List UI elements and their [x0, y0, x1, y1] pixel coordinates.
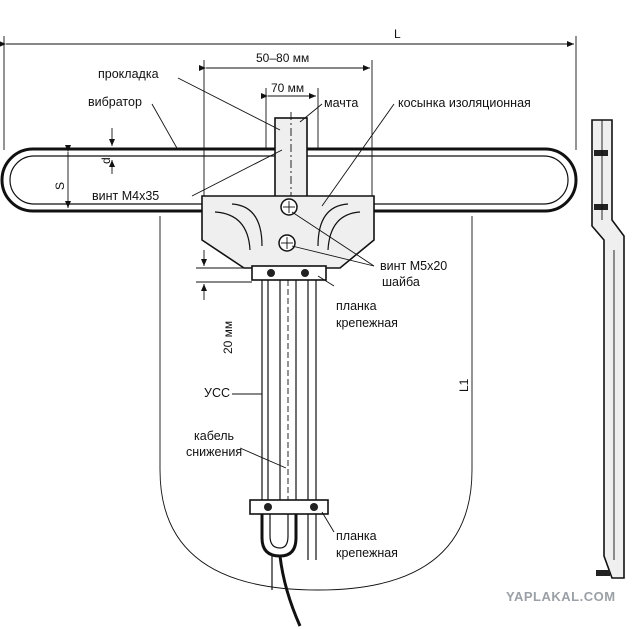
cable-bundle	[261, 280, 317, 500]
dim-overall-length: L	[0, 27, 577, 150]
label-bracket-bottom-1: планка	[336, 529, 377, 543]
label-cable-2: снижения	[186, 445, 242, 459]
label-matching-device: УСС	[204, 386, 230, 400]
dim-S-text: S	[53, 182, 67, 190]
label-bracket-bottom-2: крепежная	[336, 546, 398, 560]
label-vibrator: вибратор	[88, 95, 142, 109]
dim-70-text: 70 мм	[271, 81, 304, 95]
vibrator-loop	[0, 147, 578, 213]
label-bracket-top-1: планка	[336, 299, 377, 313]
dim-20-text: 20 мм	[221, 321, 235, 354]
watermark: YAPLAKAL.COM	[506, 589, 616, 604]
dim-offset: 20 мм	[196, 250, 252, 354]
label-cable-1: кабель	[194, 429, 234, 443]
balun-u-loop	[260, 514, 317, 627]
label-screw-m5: винт М5х20	[380, 259, 447, 273]
l1-loop-outline	[159, 216, 473, 591]
screw-top	[280, 198, 298, 216]
label-screw-m4: винт М4х35	[92, 189, 159, 203]
label-washer: шайба	[382, 275, 420, 289]
mounting-bar-bottom	[249, 499, 329, 515]
mounting-bar-top	[251, 265, 327, 281]
insulating-gusset	[201, 195, 375, 269]
side-view	[591, 119, 625, 579]
dim-d-text: d	[99, 157, 113, 164]
label-bracket-top-2: крепежная	[336, 316, 398, 330]
label-gasket: прокладка	[98, 67, 159, 81]
leader-lines	[151, 77, 395, 533]
dim-spacing: S	[53, 145, 71, 208]
screw-mid	[278, 234, 296, 252]
label-insulating-gusset: косынка изоляционная	[398, 96, 531, 110]
dim-mast-width: 70 мм	[261, 81, 319, 150]
dim-L-text: L	[394, 27, 401, 41]
dim-50-80-text: 50–80 мм	[256, 51, 309, 65]
dim-mast-spacing: 50–80 мм	[199, 51, 373, 200]
label-mast: мачта	[324, 96, 358, 110]
dim-gap: d	[99, 128, 115, 174]
dim-L1-text: L1	[457, 378, 471, 392]
